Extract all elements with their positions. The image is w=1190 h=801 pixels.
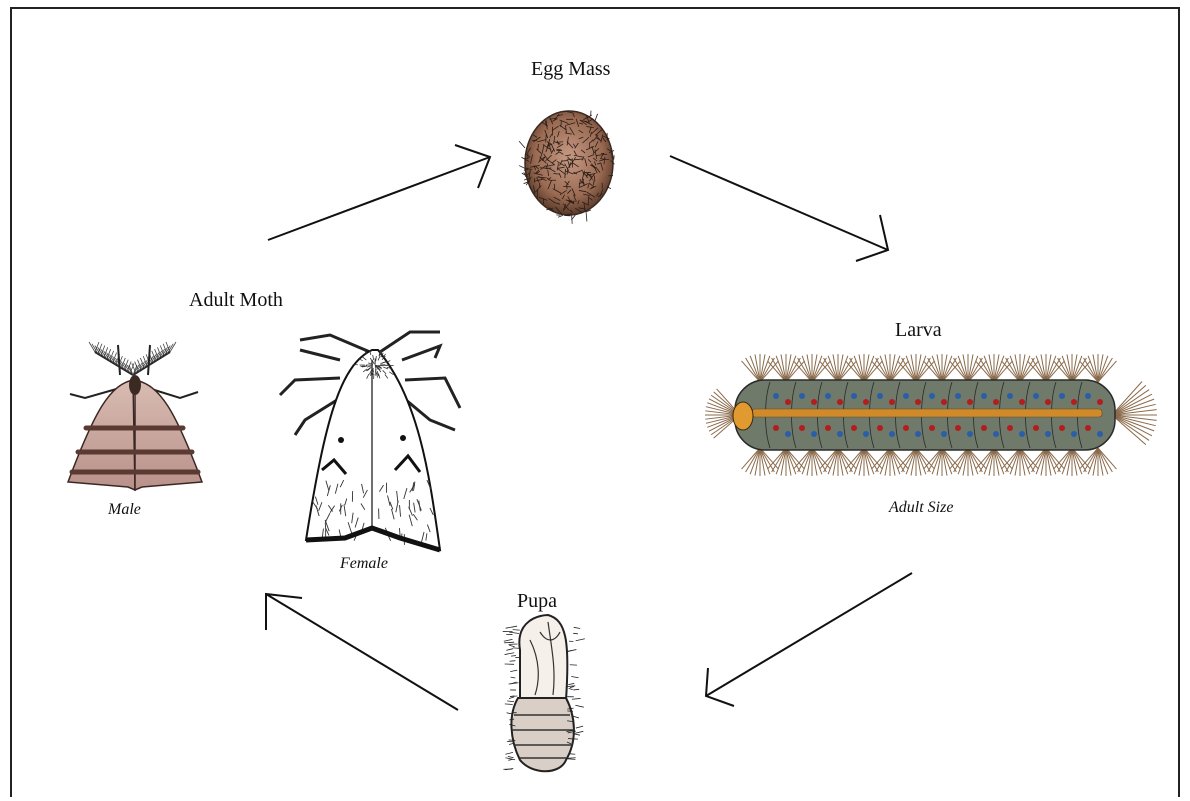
arrow-larva-to-pupa [706, 573, 912, 706]
larva-illustration [705, 354, 1157, 476]
pupa-illustration [503, 615, 585, 771]
larva-caption: Adult Size [889, 499, 953, 517]
arrow-pupa-to-adult [266, 594, 458, 710]
arrow-egg-to-larva [670, 156, 888, 261]
female-caption: Female [340, 555, 388, 573]
male-moth-illustration [68, 342, 202, 490]
adult-moth-label: Adult Moth [189, 289, 283, 312]
egg-mass-illustration [519, 111, 614, 224]
arrow-adult-to-egg [268, 145, 490, 240]
larva-label: Larva [895, 319, 942, 342]
pupa-label: Pupa [517, 590, 557, 613]
egg-mass-label: Egg Mass [531, 58, 610, 81]
male-caption: Male [108, 501, 141, 519]
female-moth-illustration [280, 332, 460, 550]
